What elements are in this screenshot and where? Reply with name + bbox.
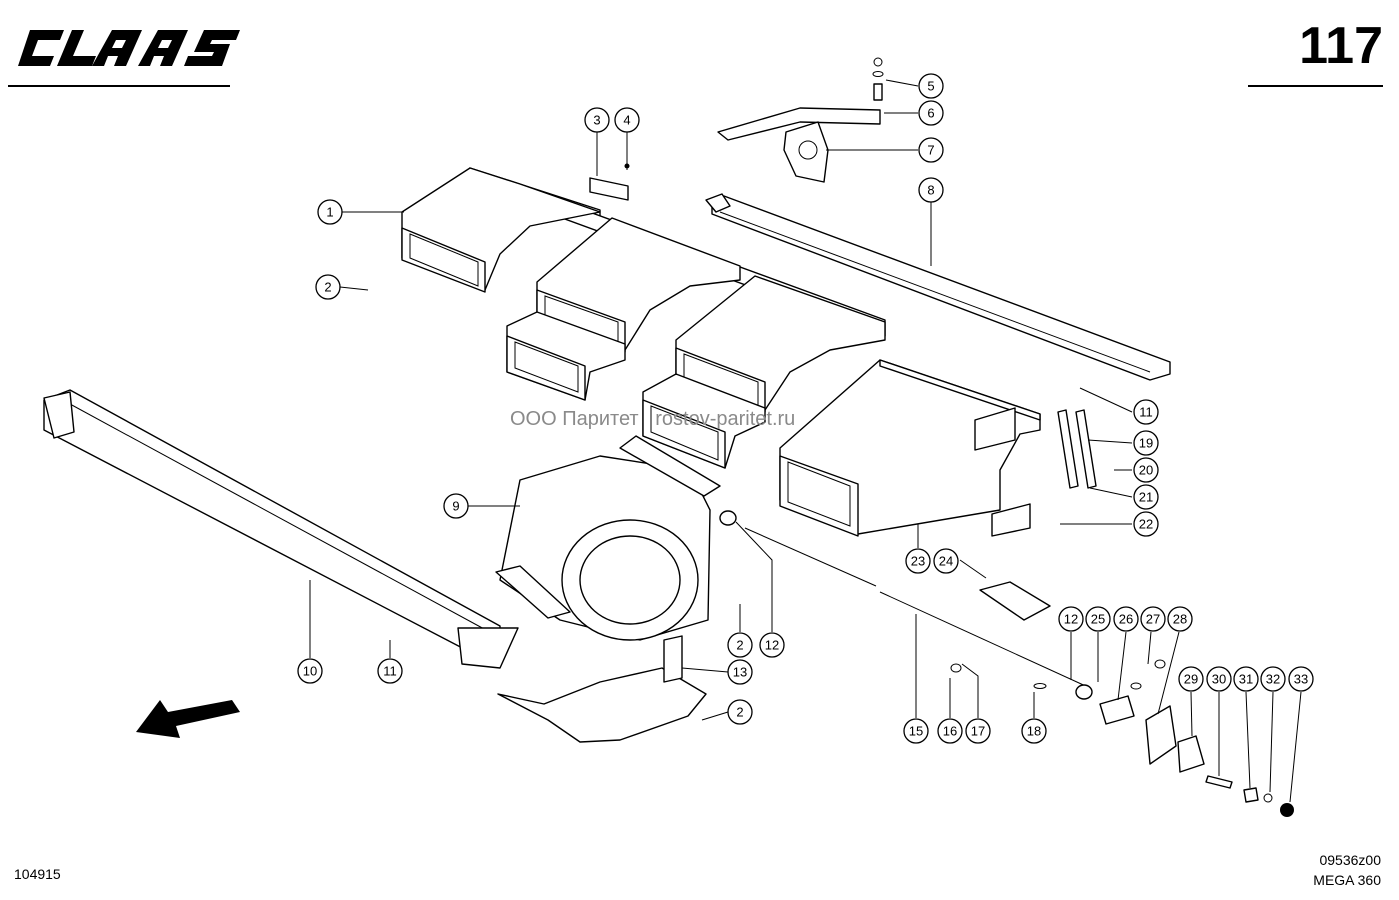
duct-assembly-part-1 bbox=[401, 167, 1041, 537]
callout-3: 3 bbox=[584, 107, 610, 133]
svg-text:2: 2 bbox=[736, 705, 743, 720]
header-rule-right bbox=[1248, 85, 1383, 87]
callout-27: 27 bbox=[1140, 606, 1166, 632]
callout-16: 16 bbox=[937, 718, 963, 744]
svg-text:5: 5 bbox=[927, 79, 934, 94]
callout-11-left: 11 bbox=[377, 658, 403, 684]
svg-text:2: 2 bbox=[324, 280, 331, 295]
callout-13: 13 bbox=[727, 659, 753, 685]
svg-text:7: 7 bbox=[927, 143, 934, 158]
callout-1: 1 bbox=[317, 199, 343, 225]
fan-housing-part-9 bbox=[495, 435, 721, 641]
callout-32: 32 bbox=[1260, 666, 1286, 692]
callout-8: 8 bbox=[918, 177, 944, 203]
svg-text:8: 8 bbox=[927, 183, 934, 198]
callout-12-left: 12 bbox=[759, 632, 785, 658]
callout-15: 15 bbox=[903, 718, 929, 744]
svg-text:32: 32 bbox=[1266, 672, 1280, 687]
callout-9: 9 bbox=[443, 493, 469, 519]
svg-text:29: 29 bbox=[1184, 672, 1198, 687]
svg-text:24: 24 bbox=[939, 554, 953, 569]
svg-text:1: 1 bbox=[326, 205, 333, 220]
rail-part-10 bbox=[43, 389, 519, 669]
callout-6: 6 bbox=[918, 100, 944, 126]
callout-12-right: 12 bbox=[1058, 606, 1084, 632]
cover-plate-part-3 bbox=[589, 130, 630, 201]
svg-text:21: 21 bbox=[1139, 490, 1153, 505]
watermark-text: ООО Паритет rostov-paritet.ru bbox=[510, 408, 796, 430]
svg-text:28: 28 bbox=[1173, 612, 1187, 627]
callout-17: 17 bbox=[965, 718, 991, 744]
shaft-part-15 bbox=[719, 510, 1091, 689]
hardware-parts-25-33 bbox=[950, 659, 1294, 817]
svg-text:13: 13 bbox=[733, 665, 747, 680]
svg-text:22: 22 bbox=[1139, 517, 1153, 532]
svg-text:3: 3 bbox=[593, 113, 600, 128]
callout-30: 30 bbox=[1206, 666, 1232, 692]
callout-10: 10 bbox=[297, 658, 323, 684]
claas-logo bbox=[18, 30, 240, 66]
svg-text:11: 11 bbox=[1139, 405, 1153, 420]
svg-text:18: 18 bbox=[1027, 724, 1041, 739]
callout-11-right: 11 bbox=[1133, 399, 1159, 425]
callout-23: 23 bbox=[905, 548, 931, 574]
svg-text:23: 23 bbox=[911, 554, 925, 569]
callout-18: 18 bbox=[1021, 718, 1047, 744]
svg-text:26: 26 bbox=[1119, 612, 1133, 627]
callout-2-low: 2 bbox=[727, 699, 753, 725]
rail-part-8 bbox=[705, 193, 1171, 381]
drawing-number: 104915 bbox=[14, 866, 61, 882]
plate-part-24 bbox=[979, 581, 1051, 621]
footer-codes: 09536z00 MEGA 360 bbox=[1313, 850, 1381, 890]
svg-text:27: 27 bbox=[1146, 612, 1160, 627]
callout-33: 33 bbox=[1288, 666, 1314, 692]
svg-text:12: 12 bbox=[1064, 612, 1078, 627]
svg-text:15: 15 bbox=[909, 724, 923, 739]
svg-text:33: 33 bbox=[1294, 672, 1308, 687]
callout-7: 7 bbox=[918, 137, 944, 163]
svg-text:17: 17 bbox=[971, 724, 985, 739]
callout-2-mid: 2 bbox=[727, 632, 753, 658]
svg-text:30: 30 bbox=[1212, 672, 1226, 687]
svg-text:4: 4 bbox=[623, 113, 630, 128]
callout-leaders bbox=[309, 79, 1302, 803]
svg-text:10: 10 bbox=[303, 664, 317, 679]
svg-text:20: 20 bbox=[1139, 463, 1153, 478]
svg-text:6: 6 bbox=[927, 106, 934, 121]
callout-4: 4 bbox=[614, 107, 640, 133]
svg-text:12: 12 bbox=[765, 638, 779, 653]
callout-21: 21 bbox=[1133, 484, 1159, 510]
svg-text:11: 11 bbox=[383, 664, 397, 679]
page-number: 117 bbox=[1299, 17, 1383, 75]
callout-19: 19 bbox=[1133, 430, 1159, 456]
callout-28: 28 bbox=[1167, 606, 1193, 632]
callout-labels: 1 2 3 4 5 6 7 8 9 10 11 11 12 12 13 2 2 … bbox=[297, 73, 1314, 744]
strip-part-19 bbox=[1057, 409, 1097, 489]
svg-text:9: 9 bbox=[452, 499, 459, 514]
callout-29: 29 bbox=[1178, 666, 1204, 692]
callout-31: 31 bbox=[1233, 666, 1259, 692]
bracket-part-6 bbox=[717, 57, 884, 183]
callout-25: 25 bbox=[1085, 606, 1111, 632]
svg-text:31: 31 bbox=[1239, 672, 1253, 687]
callout-26: 26 bbox=[1113, 606, 1139, 632]
callout-20: 20 bbox=[1133, 457, 1159, 483]
sheet-code: 09536z00 bbox=[1319, 852, 1381, 868]
direction-arrow bbox=[136, 700, 240, 738]
callout-5: 5 bbox=[918, 73, 944, 99]
header-rule-left bbox=[8, 85, 230, 87]
callout-22: 22 bbox=[1133, 511, 1159, 537]
guard-part-13 bbox=[497, 635, 707, 743]
model-name: MEGA 360 bbox=[1313, 872, 1381, 888]
callout-24: 24 bbox=[933, 548, 959, 574]
svg-text:19: 19 bbox=[1139, 436, 1153, 451]
callout-2: 2 bbox=[315, 274, 341, 300]
svg-text:25: 25 bbox=[1091, 612, 1105, 627]
svg-text:16: 16 bbox=[943, 724, 957, 739]
svg-text:2: 2 bbox=[736, 638, 743, 653]
